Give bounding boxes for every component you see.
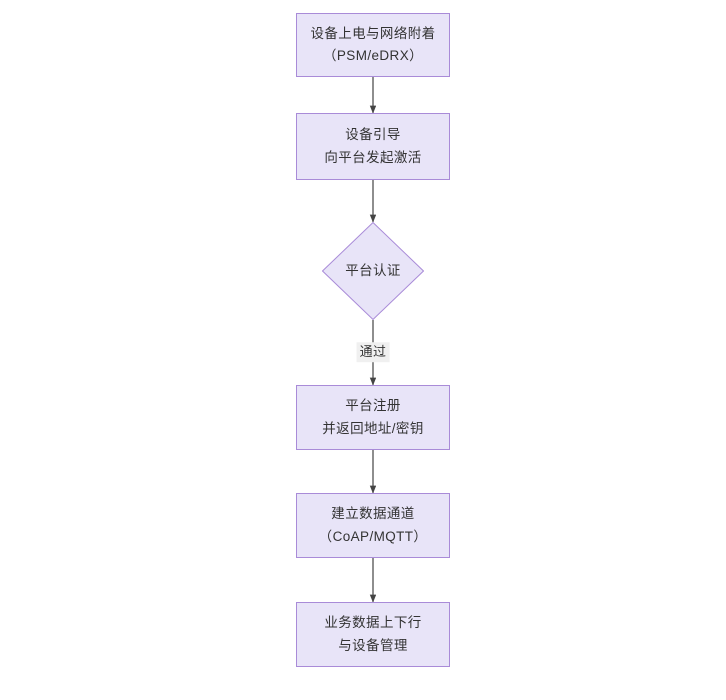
node-platform-registration[interactable]: 平台注册 并返回地址/密钥 bbox=[296, 385, 450, 450]
node-label-line2: 并返回地址/密钥 bbox=[322, 420, 424, 436]
node-label-line1: 平台注册 bbox=[345, 398, 401, 414]
node-service-data-and-device-management[interactable]: 业务数据上下行 与设备管理 bbox=[296, 602, 450, 667]
diamond-shape-icon bbox=[322, 222, 424, 320]
node-label-line1: 平台认证 bbox=[345, 262, 401, 278]
node-platform-authentication-decision[interactable]: 平台认证 bbox=[322, 222, 424, 320]
node-label-line1: 设备上电与网络附着 bbox=[310, 25, 436, 41]
node-device-bootstrap[interactable]: 设备引导 向平台发起激活 bbox=[296, 113, 450, 180]
node-label-line2: （PSM/eDRX） bbox=[322, 48, 424, 63]
node-device-power-on[interactable]: 设备上电与网络附着 （PSM/eDRX） bbox=[296, 13, 450, 77]
node-establish-data-channel[interactable]: 建立数据通道 （CoAP/MQTT） bbox=[296, 493, 450, 558]
node-label-line2: 与设备管理 bbox=[338, 637, 408, 653]
node-label-line1: 业务数据上下行 bbox=[324, 615, 422, 631]
node-label-line1: 建立数据通道 bbox=[331, 506, 415, 522]
node-label-line1: 设备引导 bbox=[345, 127, 401, 143]
edge-label-pass: 通过 bbox=[356, 342, 390, 362]
node-label-line2: 向平台发起激活 bbox=[324, 149, 422, 165]
node-label-line2: （CoAP/MQTT） bbox=[318, 528, 428, 544]
